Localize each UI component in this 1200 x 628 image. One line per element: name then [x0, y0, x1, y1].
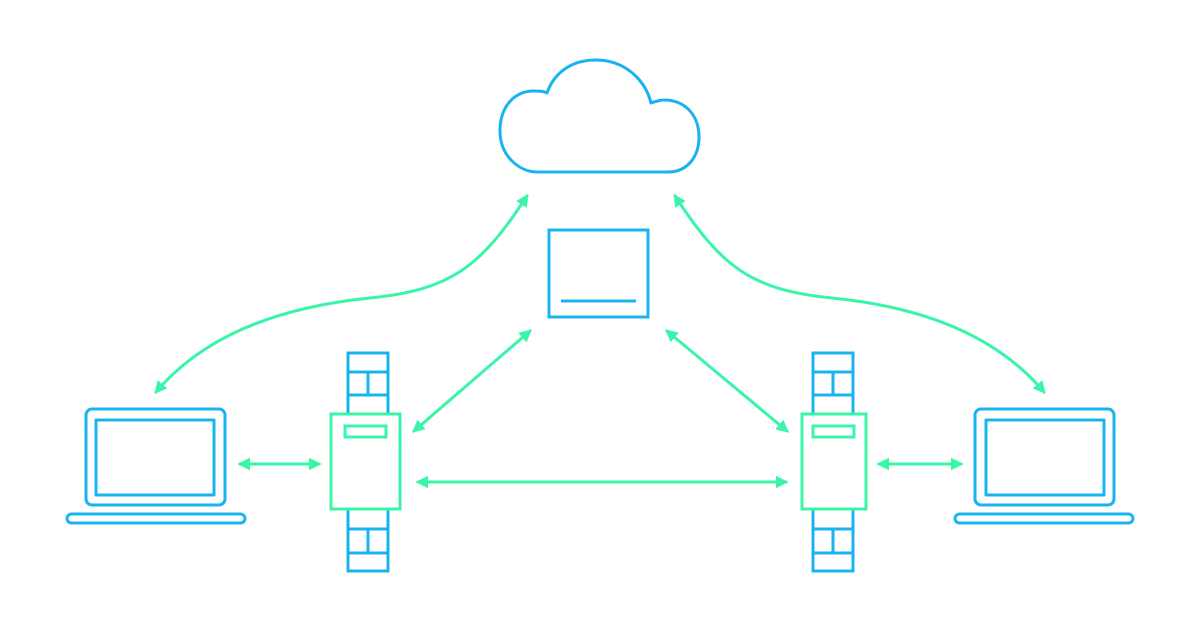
laptop-left-icon [65, 407, 247, 525]
din-rail-device-right-icon [800, 351, 868, 573]
din-rail-device-left-icon [329, 351, 402, 573]
laptop-right-icon [953, 407, 1135, 525]
connector-server-to-left-device [412, 329, 532, 433]
connector-cloud-to-right-laptop [673, 193, 1046, 394]
connector-server-to-right-device [665, 329, 789, 433]
connector-cloud-to-left-laptop [154, 193, 529, 394]
cloud-icon [498, 58, 701, 174]
server-box-icon [547, 228, 650, 319]
